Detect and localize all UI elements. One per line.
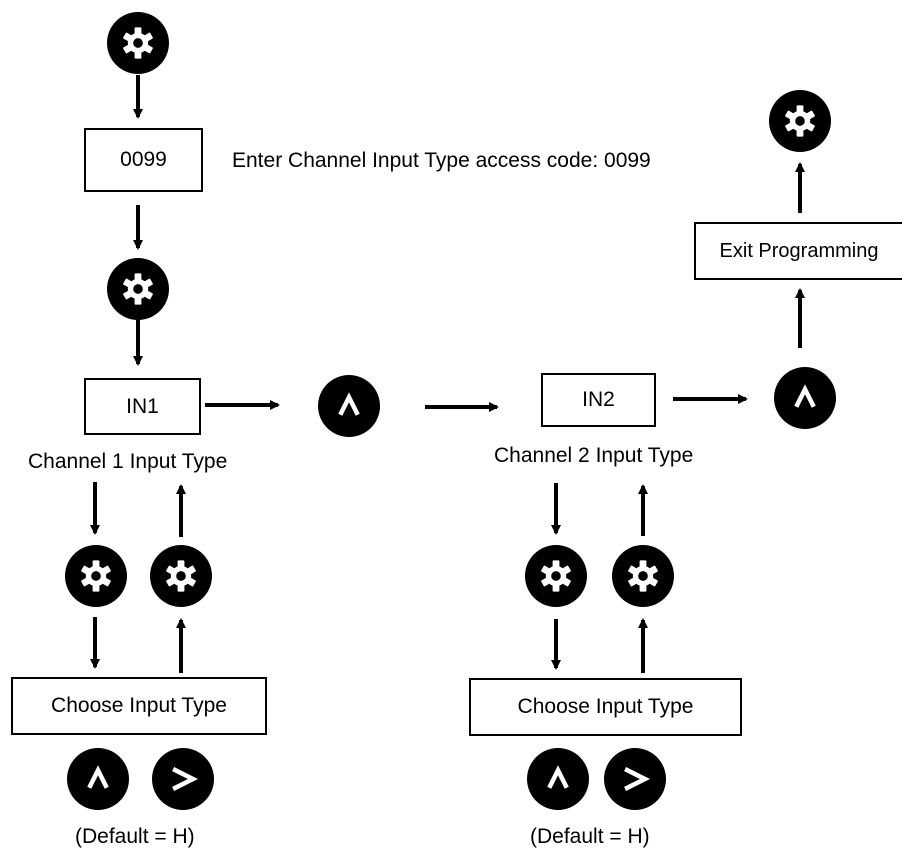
right-button[interactable] xyxy=(604,748,666,810)
gear-icon xyxy=(626,559,660,593)
settings-button[interactable] xyxy=(107,12,169,74)
choose-input-type-box-ch2: Choose Input Type xyxy=(469,678,742,736)
default-note-ch2: (Default = H) xyxy=(530,825,650,848)
exit-programming-box: Exit Programming xyxy=(694,222,902,280)
caret-up-icon xyxy=(334,391,364,421)
settings-button[interactable] xyxy=(525,545,587,607)
choose-input-type-box-ch1: Choose Input Type xyxy=(11,677,267,735)
chevron-right-icon xyxy=(166,762,200,796)
caret-up-icon xyxy=(83,764,113,794)
caret-up-icon xyxy=(790,383,820,413)
access-code-instruction: Enter Channel Input Type access code: 00… xyxy=(232,149,651,172)
in2-box: IN2 xyxy=(541,373,656,427)
access-code-box: 0099 xyxy=(84,128,203,192)
settings-button[interactable] xyxy=(65,545,127,607)
gear-icon xyxy=(121,26,155,60)
right-button[interactable] xyxy=(152,748,214,810)
up-button[interactable] xyxy=(67,748,129,810)
settings-button[interactable] xyxy=(612,545,674,607)
gear-icon xyxy=(539,559,573,593)
caret-up-icon xyxy=(543,764,573,794)
in1-box: IN1 xyxy=(84,378,201,435)
channel2-label: Channel 2 Input Type xyxy=(494,444,694,467)
channel1-label: Channel 1 Input Type xyxy=(28,450,228,473)
up-button[interactable] xyxy=(527,748,589,810)
gear-icon xyxy=(79,559,113,593)
gear-icon xyxy=(783,104,817,138)
up-button[interactable] xyxy=(318,375,380,437)
up-button[interactable] xyxy=(774,367,836,429)
chevron-right-icon xyxy=(618,762,652,796)
default-note-ch1: (Default = H) xyxy=(75,825,195,848)
settings-button[interactable] xyxy=(107,258,169,320)
settings-button[interactable] xyxy=(769,90,831,152)
settings-button[interactable] xyxy=(150,545,212,607)
gear-icon xyxy=(121,272,155,306)
gear-icon xyxy=(164,559,198,593)
